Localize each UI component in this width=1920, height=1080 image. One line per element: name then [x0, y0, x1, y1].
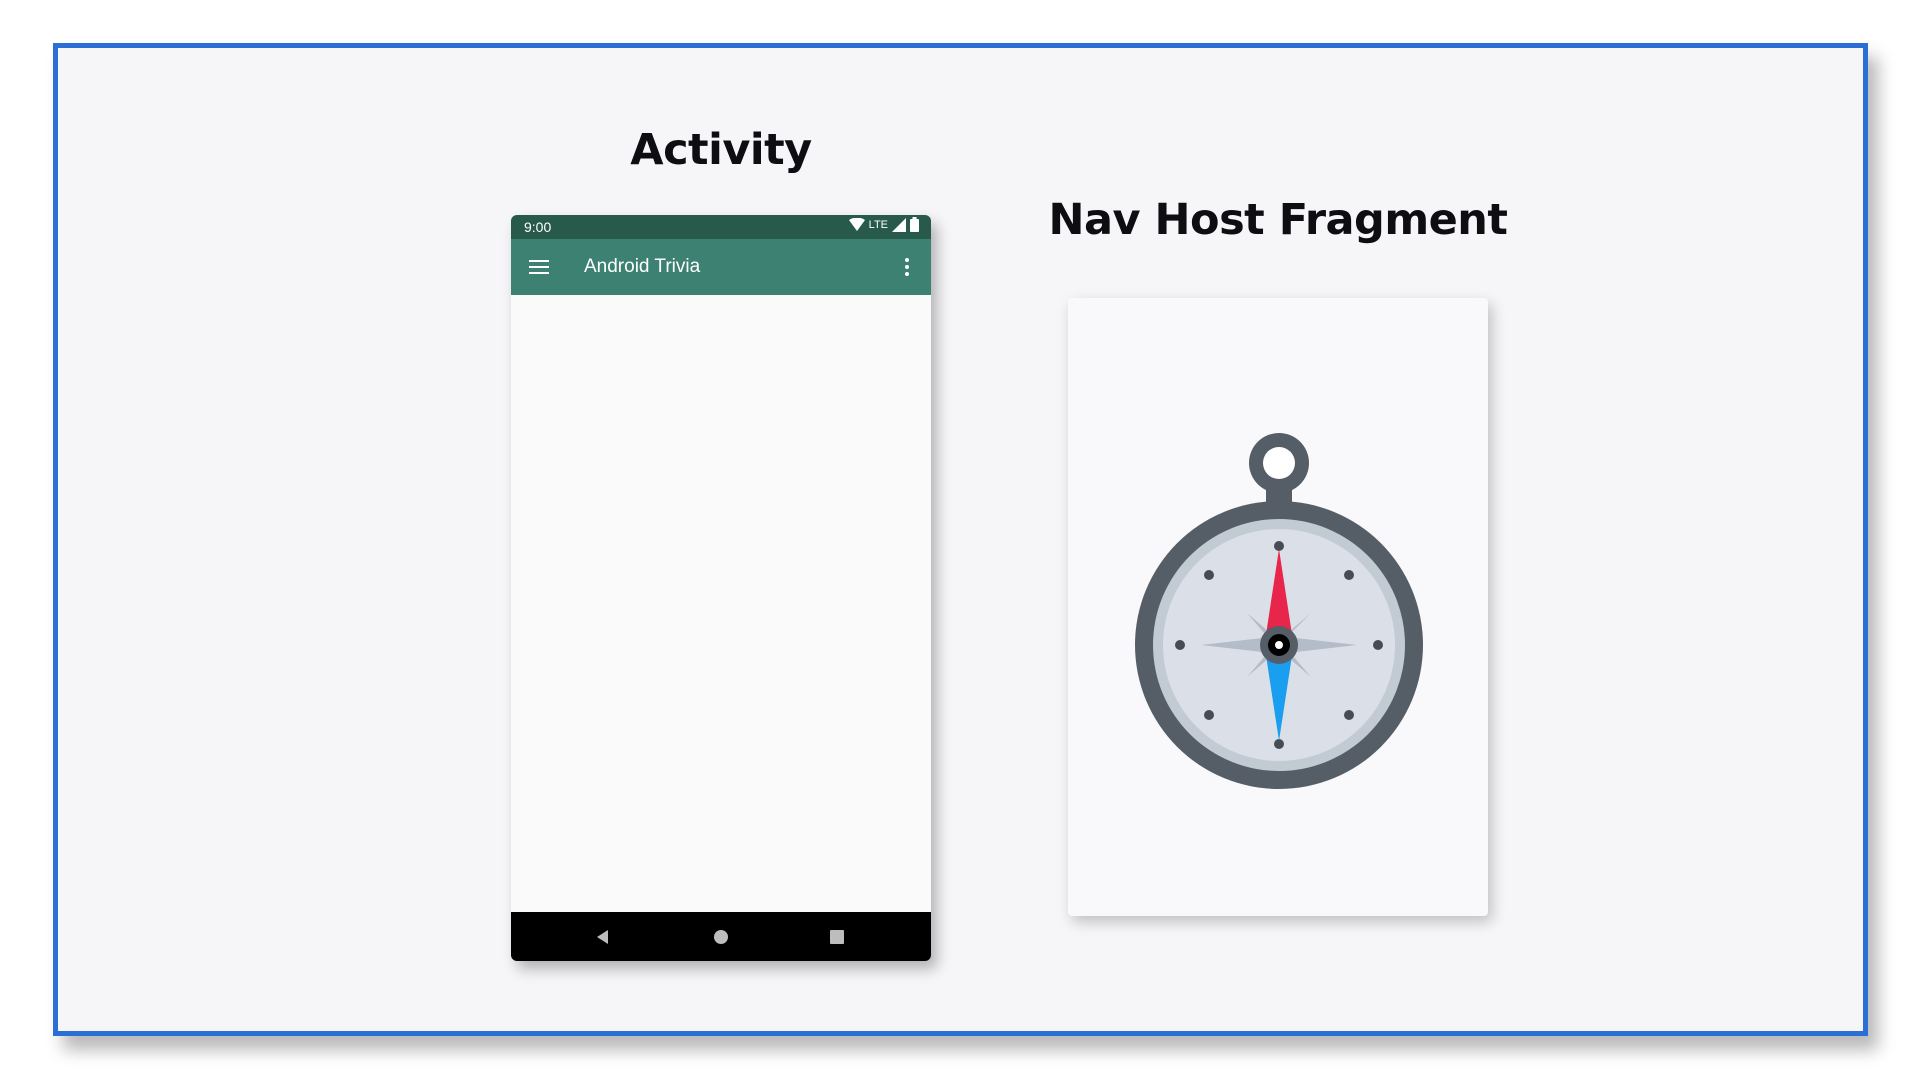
app-title: Android Trivia — [584, 256, 701, 277]
home-circle-icon[interactable] — [711, 927, 731, 947]
recent-square-icon[interactable] — [827, 927, 847, 947]
nav-host-fragment-card — [1068, 298, 1488, 916]
cell-signal-icon — [892, 217, 906, 232]
hamburger-menu-icon[interactable] — [527, 255, 551, 279]
network-type-label: LTE — [868, 218, 888, 231]
system-nav-bar — [511, 912, 931, 961]
compass-icon — [1135, 433, 1423, 789]
slide-frame: Activity Nav Host Fragment 9:00 LTE — [53, 43, 1868, 1036]
phone-mockup: 9:00 LTE Android Trivi — [511, 215, 931, 961]
activity-content-area — [511, 295, 931, 912]
battery-icon — [910, 217, 919, 232]
activity-label: Activity — [630, 125, 812, 175]
status-icons: LTE — [848, 217, 919, 232]
app-bar: Android Trivia — [511, 239, 931, 295]
status-bar: 9:00 LTE — [511, 215, 931, 239]
wifi-icon — [848, 217, 865, 231]
more-vert-icon[interactable] — [895, 255, 919, 279]
back-triangle-icon[interactable] — [593, 927, 613, 947]
status-time: 9:00 — [524, 219, 552, 235]
nav-host-fragment-label: Nav Host Fragment — [1048, 195, 1508, 245]
